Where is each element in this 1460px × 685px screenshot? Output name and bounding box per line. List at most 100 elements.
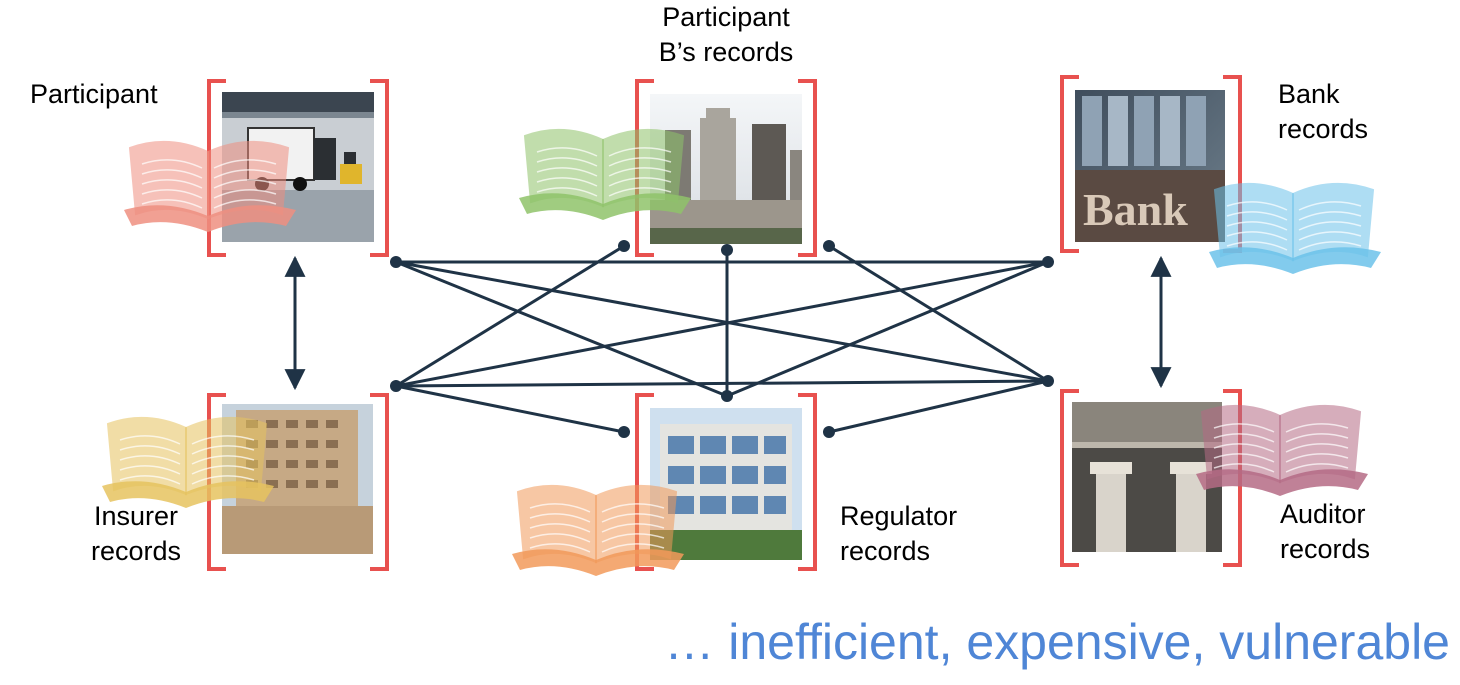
book-line: [213, 159, 277, 169]
dot-insurer: [390, 380, 402, 392]
book-line: [119, 455, 181, 465]
participant-a-label: Participant: [30, 79, 158, 109]
book-line: [1226, 221, 1288, 231]
book-line: [141, 189, 203, 199]
dot-bank: [1042, 256, 1054, 268]
book-line: [536, 167, 598, 177]
dot-participant-b-center: [721, 244, 733, 256]
bank-building-image: Bank: [1075, 90, 1225, 242]
book-line: [1298, 201, 1362, 211]
book-line: [191, 465, 255, 475]
link-a-regulator: [395, 260, 728, 398]
book-line: [1213, 423, 1275, 433]
book-line: [536, 147, 598, 157]
bracket-participant-b-right: [798, 79, 817, 257]
book-line: [119, 465, 181, 475]
book-line: [119, 445, 181, 455]
book-line: [191, 455, 255, 465]
dot-participant-a: [390, 256, 402, 268]
book-line: [601, 503, 665, 513]
ledger-book-icon: [512, 484, 684, 576]
book-cover: [1209, 247, 1381, 274]
ledger-book-icon: [1209, 182, 1381, 274]
book-line: [601, 543, 665, 553]
dot-regulator-right: [823, 426, 835, 438]
ledger-book-icon: [519, 128, 691, 220]
book-line: [1226, 231, 1288, 241]
book-line: [141, 179, 203, 189]
book-line: [191, 445, 255, 455]
book-cover: [124, 205, 296, 232]
bracket-regulator-right: [798, 393, 817, 571]
book-line: [1298, 221, 1362, 231]
book-line: [529, 533, 591, 543]
book-line: [141, 199, 203, 209]
link-insurer-regulator: [395, 384, 625, 434]
insurer-label: Insurer records: [90, 501, 182, 566]
ledger-book-icon: [1196, 404, 1368, 496]
glass-office-image: [650, 408, 802, 560]
book-line: [608, 187, 672, 197]
link-a-auditor: [395, 260, 1049, 383]
book-line: [1226, 211, 1288, 221]
book-line: [529, 503, 591, 513]
book-line: [141, 159, 203, 169]
book-line: [1285, 443, 1349, 453]
bank-label: Bank records: [1278, 79, 1369, 144]
dot-participant-b-left: [618, 240, 630, 252]
book-line: [1285, 423, 1349, 433]
book-line: [601, 513, 665, 523]
book-line: [213, 189, 277, 199]
dot-regulator-left: [618, 426, 630, 438]
book-line: [608, 147, 672, 157]
book-line: [141, 169, 203, 179]
book-line: [191, 475, 255, 485]
book-line: [608, 167, 672, 177]
book-line: [1213, 453, 1275, 463]
book-line: [536, 187, 598, 197]
classical-columns-image: [1072, 402, 1222, 552]
book-cover: [1196, 469, 1368, 496]
auditor-label: Auditor records: [1280, 499, 1371, 564]
connection-dots: [390, 240, 1054, 438]
book-line: [601, 523, 665, 533]
bank-sign-text: Bank: [1083, 184, 1188, 235]
book-cover: [519, 193, 691, 220]
dot-participant-b-right: [823, 240, 835, 252]
dot-auditor: [1042, 375, 1054, 387]
book-line: [213, 179, 277, 189]
book-line: [536, 177, 598, 187]
book-line: [213, 199, 277, 209]
participant-b-label: Participant B’s records: [658, 2, 794, 67]
book-line: [529, 513, 591, 523]
link-auditor-regulator: [828, 379, 1049, 434]
caption-text: … inefficient, expensive, vulnerable: [664, 614, 1450, 670]
bracket-auditor-left: [1060, 389, 1079, 567]
link-b-insurer: [395, 244, 625, 388]
book-line: [608, 177, 672, 187]
link-insurer-auditor: [395, 379, 1049, 388]
record-brackets: [207, 75, 1242, 571]
book-cover: [102, 481, 274, 508]
bracket-participant-a-right: [370, 79, 389, 257]
connection-lines: [395, 244, 1049, 434]
book-line: [1298, 241, 1362, 251]
book-line: [1285, 433, 1349, 443]
book-line: [119, 435, 181, 445]
bracket-insurer-right: [370, 393, 389, 571]
link-b-auditor: [828, 244, 1049, 383]
book-line: [1298, 211, 1362, 221]
book-line: [213, 169, 277, 179]
link-bank-regulator: [726, 260, 1049, 398]
book-line: [1285, 453, 1349, 463]
book-line: [191, 435, 255, 445]
link-insurer-bank: [395, 260, 1049, 388]
ledger-book-icon: [124, 140, 296, 232]
book-line: [1213, 433, 1275, 443]
dot-regulator-center: [721, 390, 733, 402]
book-line: [608, 157, 672, 167]
bracket-regulator-left: [635, 393, 654, 571]
book-line: [1226, 241, 1288, 251]
book-line: [529, 543, 591, 553]
